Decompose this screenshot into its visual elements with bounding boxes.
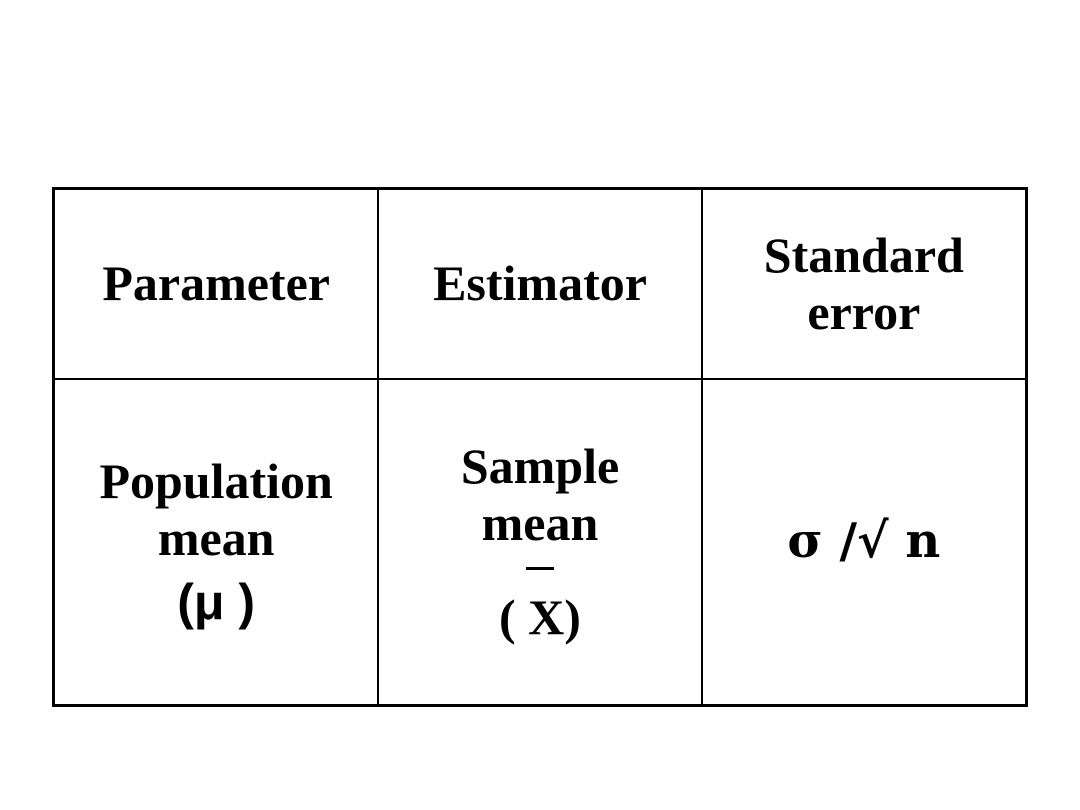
header-standard-error: Standard error	[700, 190, 1025, 380]
estimator-table: Parameter Estimator Standard error Popul…	[52, 187, 1028, 707]
estimator-symbol: ( X)	[499, 588, 581, 645]
parameter-symbol: (μ )	[177, 573, 256, 630]
estimator-symbol-wrap: ( X)	[379, 566, 700, 647]
header-standard-error-line2: error	[807, 284, 921, 340]
cell-standard-error: σ /√ n	[700, 378, 1025, 704]
standard-error-formula: σ /√ n	[787, 513, 941, 570]
overbar-mark	[525, 566, 554, 570]
cell-estimator: Sample mean ( X)	[377, 378, 703, 704]
table-header-row: Parameter Estimator Standard error	[55, 190, 1025, 380]
estimator-line1: Sample	[460, 437, 620, 494]
estimator-table-grid: Parameter Estimator Standard error Popul…	[55, 190, 1025, 704]
header-parameter: Parameter	[55, 190, 380, 380]
header-estimator-label: Estimator	[433, 255, 647, 312]
cell-parameter: Population mean (μ )	[55, 378, 380, 704]
header-standard-error-line1: Standard	[763, 226, 964, 283]
header-parameter-label: Parameter	[102, 255, 330, 312]
estimator-line2: mean	[481, 495, 599, 552]
estimator-symbol-group: ( X)	[499, 566, 581, 647]
parameter-line2: mean	[157, 510, 275, 567]
header-estimator: Estimator	[377, 190, 703, 380]
parameter-line1: Population	[99, 452, 333, 509]
table-row: Population mean (μ ) Sample mean ( X) σ …	[55, 378, 1025, 704]
